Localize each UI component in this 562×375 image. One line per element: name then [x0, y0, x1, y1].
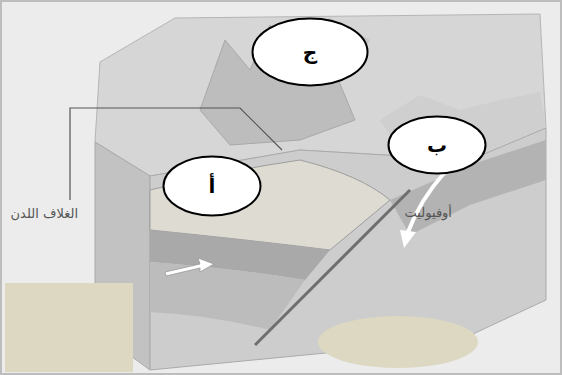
- callout-letter: ب: [427, 133, 447, 157]
- answer-ellipse: [318, 316, 478, 368]
- ellipse-shape: [164, 157, 261, 216]
- part-label: الغلاف اللدن: [11, 206, 78, 221]
- answer-circle: ب: [387, 115, 487, 175]
- callout-letter: أ: [209, 174, 216, 198]
- ellipse-shape: [389, 117, 486, 174]
- answer-box: [5, 283, 133, 372]
- callout-letter: ج: [303, 40, 317, 64]
- motion-arrow: [408, 172, 445, 232]
- motion-arrow: [165, 258, 214, 276]
- ellipse-shape: [253, 19, 368, 86]
- front-face: [150, 128, 546, 370]
- arrow-head: [400, 230, 416, 248]
- answer-circle: أ: [162, 155, 262, 217]
- part-label: أوفيوليت: [405, 205, 452, 220]
- answer-circle: ج: [251, 17, 369, 87]
